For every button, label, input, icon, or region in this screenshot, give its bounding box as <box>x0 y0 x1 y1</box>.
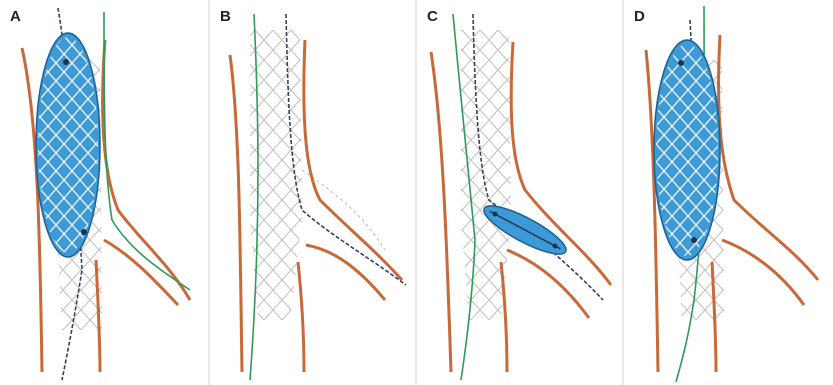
side-branch-wall <box>104 240 178 305</box>
panel-b: B <box>210 0 415 385</box>
vessel-wall-right-lower <box>501 262 507 372</box>
vessel-wall-right-upper <box>103 40 190 300</box>
panel-c-illustration <box>417 0 622 385</box>
panel-a-illustration <box>0 0 208 385</box>
vessel-wall-left <box>646 50 658 372</box>
vessel-wall-left <box>431 52 451 372</box>
panel-c: C <box>417 0 622 385</box>
vessel-wall-left <box>230 55 242 372</box>
side-branch-wall <box>722 240 804 305</box>
vessel-wall-right-upper <box>304 40 402 280</box>
panel-a: A <box>0 0 208 385</box>
side-branch-wall <box>507 250 589 318</box>
panel-d: D <box>624 0 833 385</box>
vessel-wall-right-lower <box>298 262 304 372</box>
panel-d-illustration <box>624 0 833 385</box>
inflated-balloon <box>654 40 720 260</box>
panel-b-illustration <box>210 0 415 385</box>
inflated-balloon <box>36 33 100 257</box>
side-branch-wall <box>306 245 385 300</box>
